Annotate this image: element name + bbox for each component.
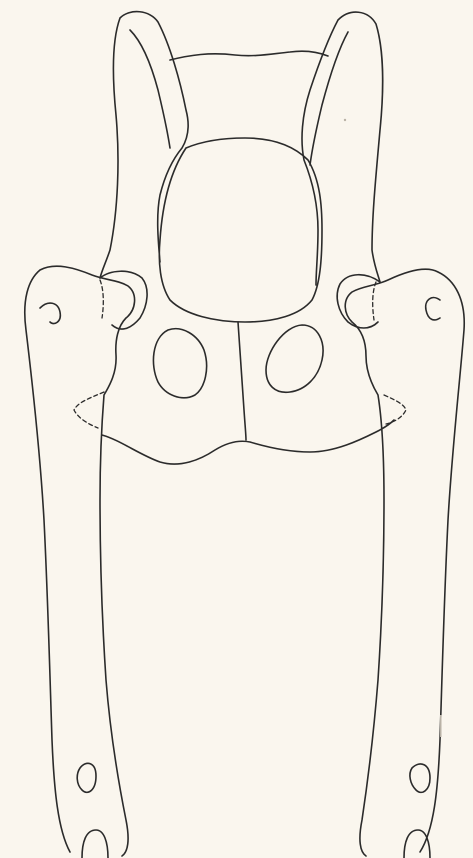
right-femur-distal-hole	[410, 764, 430, 792]
left-femur-condyle-notch	[82, 830, 108, 858]
paper-mark	[440, 715, 442, 737]
pelvic-inlet	[159, 138, 322, 322]
right-femur	[345, 269, 464, 856]
left-ilium-wing	[100, 12, 188, 278]
paper-speck	[344, 119, 346, 121]
right-lesser-trochanter-dashed	[384, 395, 406, 424]
left-femur-distal-hole	[77, 763, 96, 792]
pelvic-symphysis	[238, 322, 246, 440]
left-trochanter-dashed	[100, 280, 103, 318]
left-femoral-head	[40, 303, 60, 323]
left-obturator-foramen	[153, 329, 206, 398]
left-lesser-trochanter-dashed	[74, 392, 104, 428]
sacrum-top	[170, 51, 328, 60]
right-femur-condyle-notch	[404, 830, 430, 858]
right-obturator-foramen	[266, 325, 323, 392]
ischium-lower-border	[102, 420, 394, 464]
right-femoral-head	[426, 298, 440, 320]
right-ilium-wing	[302, 12, 383, 285]
right-trochanter-dashed	[373, 282, 376, 320]
